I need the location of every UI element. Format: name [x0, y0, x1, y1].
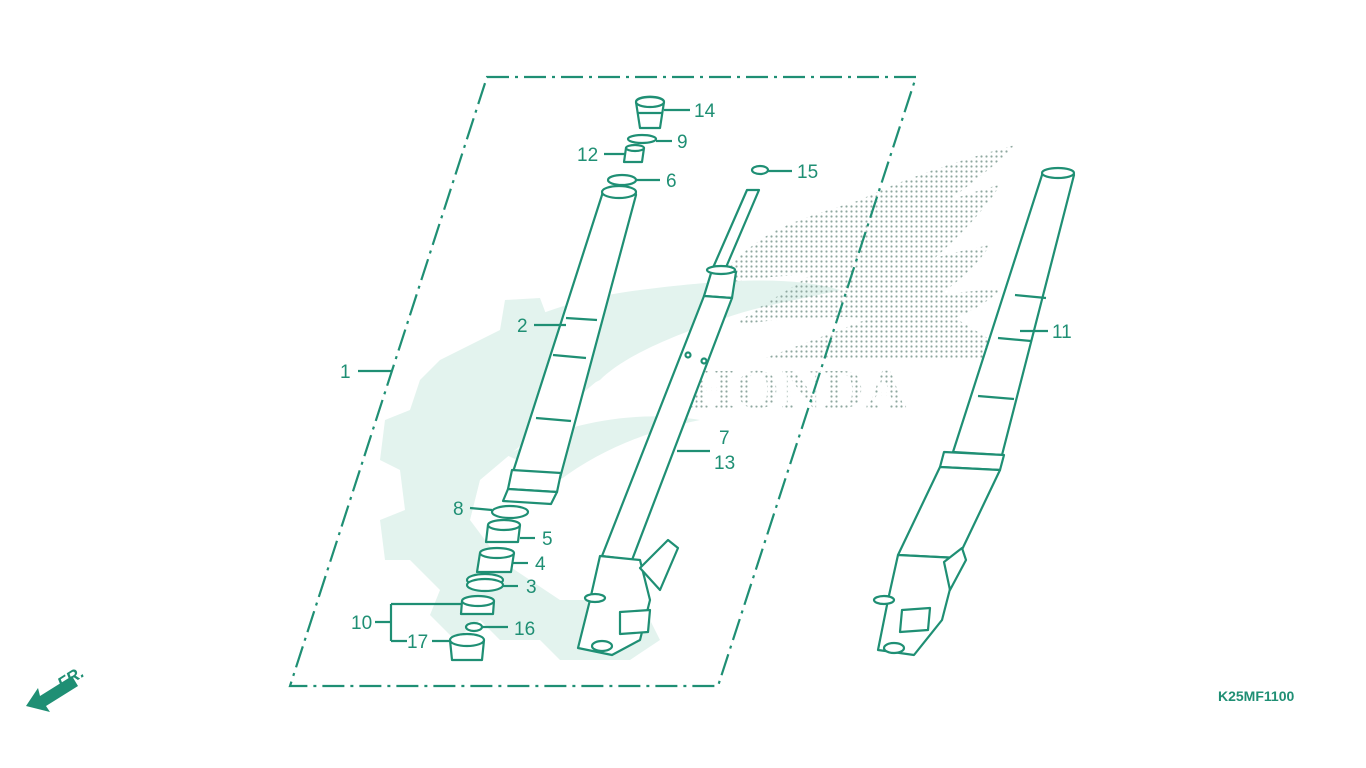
fork-assembly-right [872, 166, 1076, 657]
part-collar-12 [622, 143, 646, 164]
part-dust-seal-3 [465, 572, 505, 593]
leader-10 [375, 602, 462, 643]
part-oil-seal-8 [490, 504, 530, 520]
callout-3: 3 [526, 577, 537, 598]
callout-7: 7 [719, 428, 730, 449]
part-bolt-17 [448, 632, 486, 662]
callout-6: 6 [666, 171, 677, 192]
callout-14: 14 [694, 101, 716, 122]
part-o-ring-9 [626, 133, 658, 145]
callout-16: 16 [514, 619, 535, 640]
leader-lines [358, 108, 1048, 643]
part-fork-cap-14 [634, 95, 666, 130]
callout-17: 17 [407, 632, 428, 653]
assembly-frame [288, 75, 918, 688]
diagram-code: K25MF1100 [1218, 688, 1295, 704]
fork-slider [576, 188, 761, 657]
callout-13: 13 [714, 453, 735, 474]
callout-1: 1 [340, 362, 351, 383]
watermark-wing-dotted [715, 145, 1020, 360]
callout-15: 15 [797, 162, 818, 183]
watermark-brand-text: HONDA [690, 359, 908, 421]
callout-10: 10 [351, 613, 372, 634]
callout-12: 12 [577, 145, 598, 166]
callout-4: 4 [535, 554, 546, 575]
part-washer-6 [606, 173, 638, 187]
part-back-up-ring-5 [484, 518, 522, 544]
callout-5: 5 [542, 529, 553, 550]
callout-8: 8 [453, 499, 464, 520]
watermark-logo: HONDA [380, 145, 1020, 660]
part-bolt-assembly-10 [459, 594, 496, 616]
callout-9: 9 [677, 132, 688, 153]
callout-2: 2 [517, 316, 528, 337]
front-arrow-icon [26, 676, 78, 712]
fork-outer-tube [501, 184, 638, 506]
part-slide-bushing-4 [475, 546, 516, 574]
callout-labels: 1 2 3 4 5 6 7 8 9 10 11 12 13 14 15 16 1… [340, 101, 1072, 653]
part-washer-16 [464, 621, 484, 633]
watermark-wing-light [410, 280, 840, 480]
leader-8 [469, 506, 493, 512]
front-direction-indicator: FR. [26, 663, 87, 712]
callout-11: 11 [1052, 322, 1072, 343]
part-circlip-15 [750, 164, 770, 176]
